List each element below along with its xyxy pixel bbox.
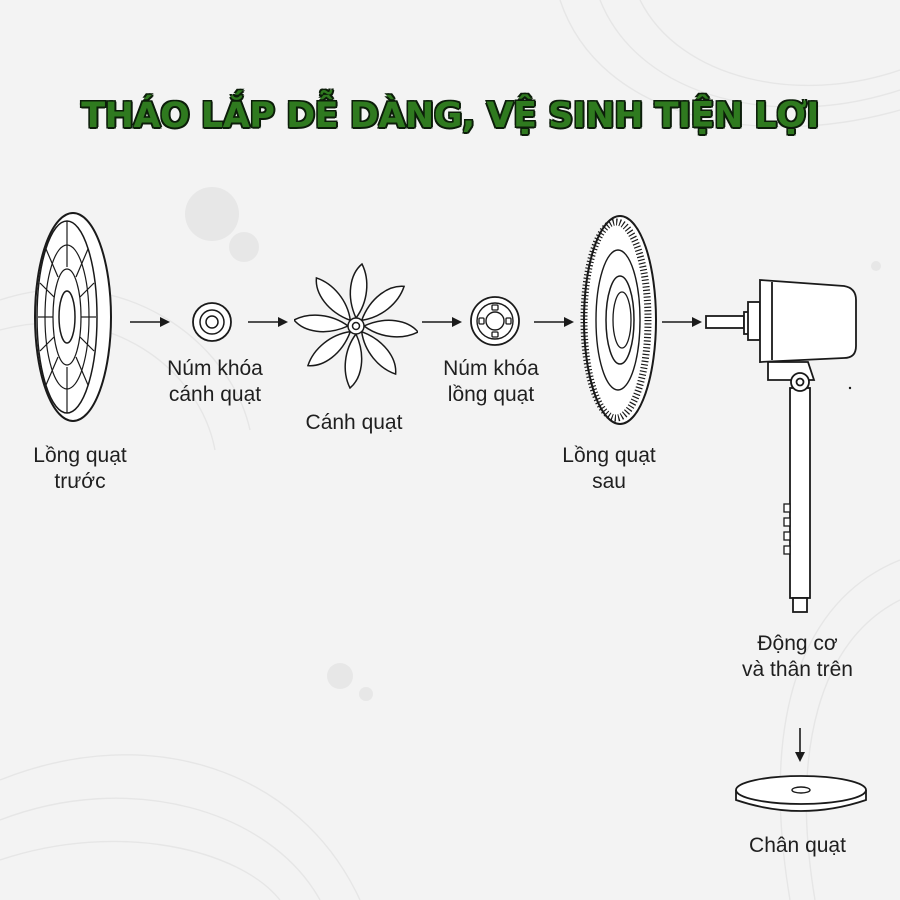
rear-guard-illustration: [580, 215, 657, 425]
fan-blade-illustration: [294, 262, 418, 390]
blade-knob-illustration: [192, 302, 232, 342]
motor-body-illustration: [705, 279, 857, 613]
arrow-down-icon: [795, 728, 805, 762]
guard-knob-illustration: [470, 296, 520, 346]
arrow-right-icon: [130, 317, 170, 327]
page-title: THÁO LẮP DỄ DÀNG, VỆ SINH TIỆN LỢI: [81, 96, 819, 136]
arrow-right-icon: [534, 317, 574, 327]
front-guard-illustration: [34, 212, 112, 422]
fan-blade-label: Cánh quạt: [305, 411, 403, 434]
arrow-right-icon: [422, 317, 462, 327]
arrow-right-icon: [662, 317, 702, 327]
fan-base-label: Chân quạt: [749, 834, 846, 857]
arrow-right-icon: [248, 317, 288, 327]
fan-base-illustration: [735, 775, 867, 812]
